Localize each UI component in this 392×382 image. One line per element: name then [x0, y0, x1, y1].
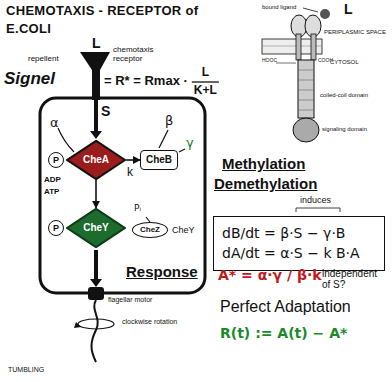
chez-oval: CheZ — [132, 222, 168, 238]
text-label: α — [50, 116, 59, 130]
text-label: PERIPLASMIC SPACE — [324, 29, 386, 36]
cell-outline — [40, 98, 205, 293]
text-label: ATP — [44, 188, 59, 197]
alpha-arrow — [58, 128, 74, 152]
text-label: CheY — [172, 226, 195, 236]
text-label: TUMBLING — [8, 366, 44, 374]
text-label: A* = α·γ / β·k — [218, 268, 322, 283]
cheb-box: CheB — [140, 150, 178, 170]
node-label: P — [53, 223, 59, 233]
flagellum — [92, 300, 98, 362]
text-label: β — [165, 114, 173, 128]
induces-bracket — [296, 208, 340, 212]
text-label: K+L — [194, 84, 217, 97]
text-label: Perfect Adaptation — [220, 298, 351, 316]
text-label: Methylation — [222, 156, 305, 173]
terminus-line — [276, 63, 296, 64]
text-label: L — [202, 66, 209, 79]
chea-diamond: CheA — [66, 140, 126, 180]
text-label: L — [344, 2, 353, 17]
signaling-domain — [293, 118, 319, 142]
equation-box: dB/dt = β·S − γ·BdA/dt = α·S − k B·A — [213, 216, 385, 271]
motor — [74, 250, 114, 362]
text-label: γ — [186, 136, 194, 150]
leader-line — [303, 8, 318, 12]
text-label: CYTOSOL — [330, 59, 359, 66]
response-stem — [94, 250, 98, 280]
slide-title: CHEMOTAXIS - RECEPTOR of E.COLI — [6, 2, 216, 37]
chey-diamond: CheY — [66, 208, 126, 248]
text-label: ADP — [44, 176, 61, 185]
node-label: dB/dt = β·S − γ·B — [222, 223, 345, 243]
text-label: Pᵢ — [134, 204, 141, 214]
text-label: flagellar motor — [108, 296, 152, 304]
edge-arrow — [126, 159, 140, 161]
gamma-arrow — [179, 149, 185, 152]
receptor-detail — [262, 8, 330, 142]
text-label: chemotaxis receptor — [113, 46, 165, 64]
node-label: CheA — [83, 154, 109, 166]
tm-helix — [311, 34, 316, 60]
phosphate-circle: P — [48, 152, 64, 168]
text-label: HOOC — [262, 58, 277, 64]
node-label: CheZ — [140, 225, 160, 234]
node-label: P — [53, 155, 59, 165]
flagellar-motor — [88, 287, 104, 300]
tm-helix — [296, 34, 301, 60]
text-label: repellent — [28, 55, 59, 64]
text-label: Signel — [4, 70, 55, 89]
text-label: signaling domain — [322, 126, 367, 133]
signal-arrowhead — [90, 131, 102, 139]
edge-arrow — [95, 180, 97, 208]
node-label: dA/dt = α·S − k B·A — [222, 243, 360, 263]
text-label: COOH — [318, 58, 333, 64]
node-label: CheB — [146, 154, 172, 166]
text-label: independent of S? — [322, 268, 386, 290]
node-label: CheY — [83, 222, 109, 234]
text-label: Demethylation — [214, 176, 317, 193]
text-label: coiled-coil domain — [320, 92, 368, 99]
receptor-left — [80, 52, 110, 139]
rotation-arrowhead — [74, 322, 81, 328]
phosphate-circle: P — [48, 220, 64, 236]
text-label: = R* = Rmax · — [104, 74, 188, 88]
fraction-bar — [192, 81, 219, 82]
text-label: R(t) := A(t) − A* — [220, 326, 347, 341]
rotation-ellipse — [78, 319, 114, 329]
text-label: Response — [126, 264, 198, 281]
response-arrowhead — [90, 279, 102, 287]
beta-arrow — [159, 130, 168, 148]
text-label: L — [92, 36, 101, 51]
coil-stripes — [298, 70, 314, 110]
signal-stem — [94, 100, 98, 132]
text-label: k — [127, 166, 133, 179]
ligand — [320, 9, 330, 19]
coiled-coil — [298, 60, 314, 118]
text-label: S — [101, 104, 110, 119]
text-label: clockwise rotation — [122, 318, 177, 326]
text-label: induces — [300, 196, 331, 206]
text-label: bound ligand — [262, 4, 296, 11]
